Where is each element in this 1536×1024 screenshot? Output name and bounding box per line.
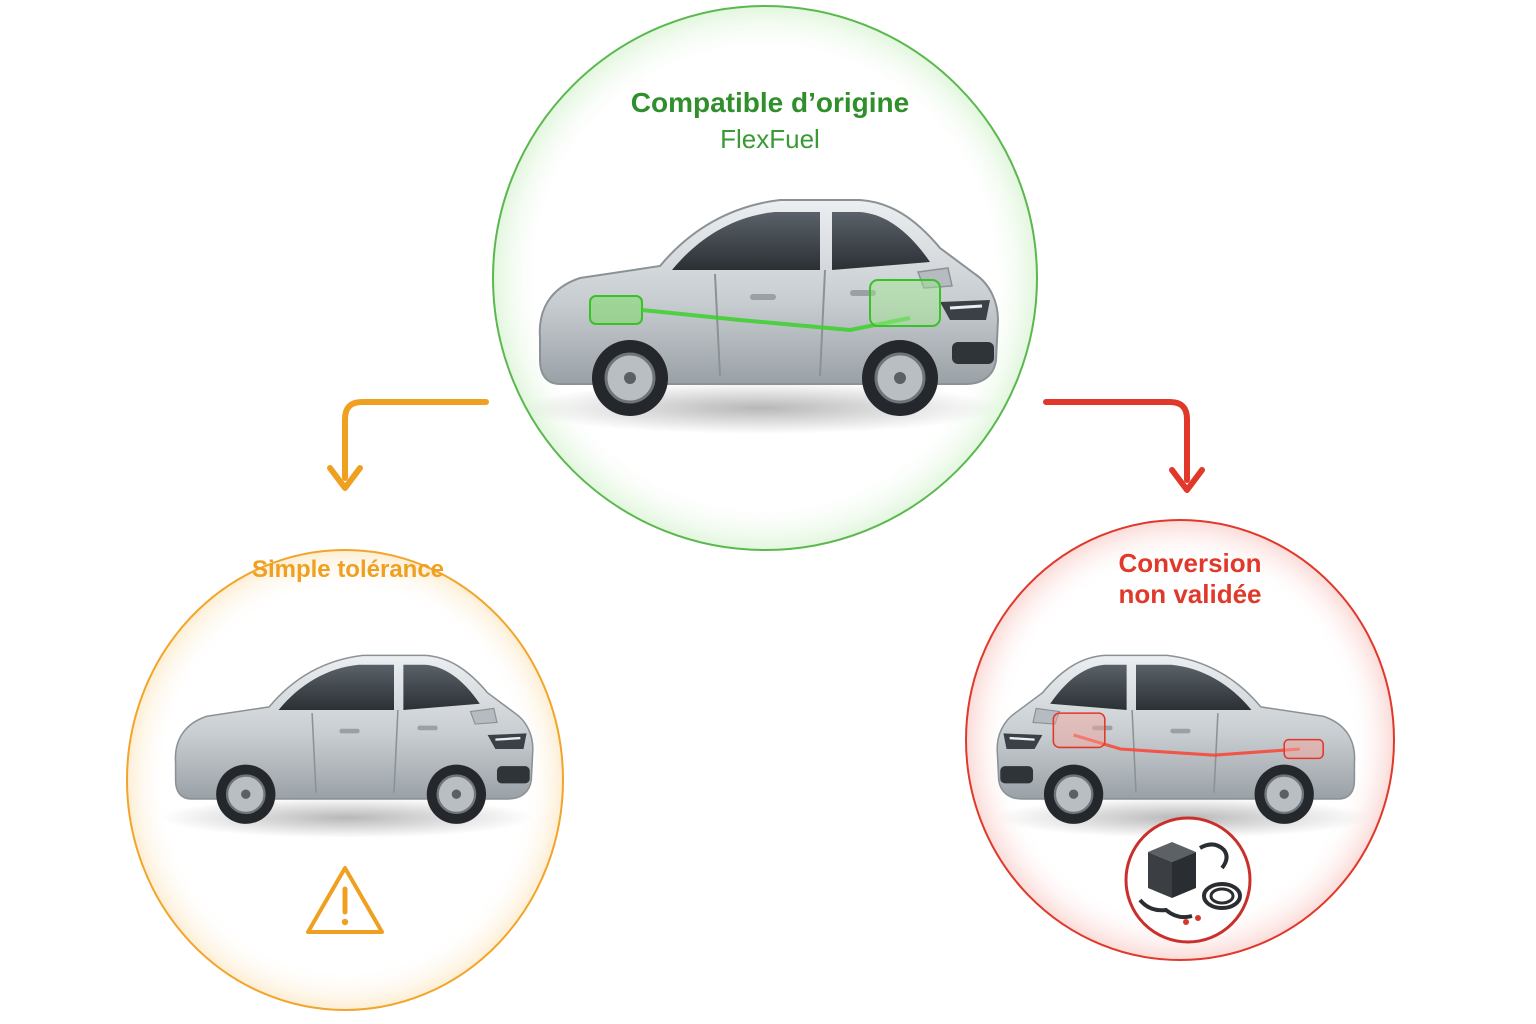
arrow-to-tolerance bbox=[327, 399, 489, 491]
origin-title: Compatible d’origine bbox=[630, 87, 910, 118]
car-with-flexfuel-kit-icon bbox=[518, 198, 1002, 436]
arrow-to-conversion bbox=[1043, 399, 1205, 493]
car-with-conversion-kit-icon bbox=[994, 654, 1372, 840]
node-tolerance bbox=[126, 549, 564, 1011]
conversion-kit-box-icon bbox=[1124, 816, 1252, 944]
tolerance-title: Simple tolérance bbox=[251, 556, 445, 583]
warning-triangle-icon bbox=[306, 866, 384, 934]
node-conversion bbox=[965, 519, 1395, 961]
node-origin bbox=[492, 5, 1038, 551]
conversion-title-line1: Conversion bbox=[1118, 548, 1262, 578]
origin-subtitle: FlexFuel bbox=[720, 124, 820, 154]
conversion-title: Conversion non validée bbox=[1040, 548, 1340, 610]
conversion-title-line2: non validée bbox=[1118, 579, 1262, 610]
